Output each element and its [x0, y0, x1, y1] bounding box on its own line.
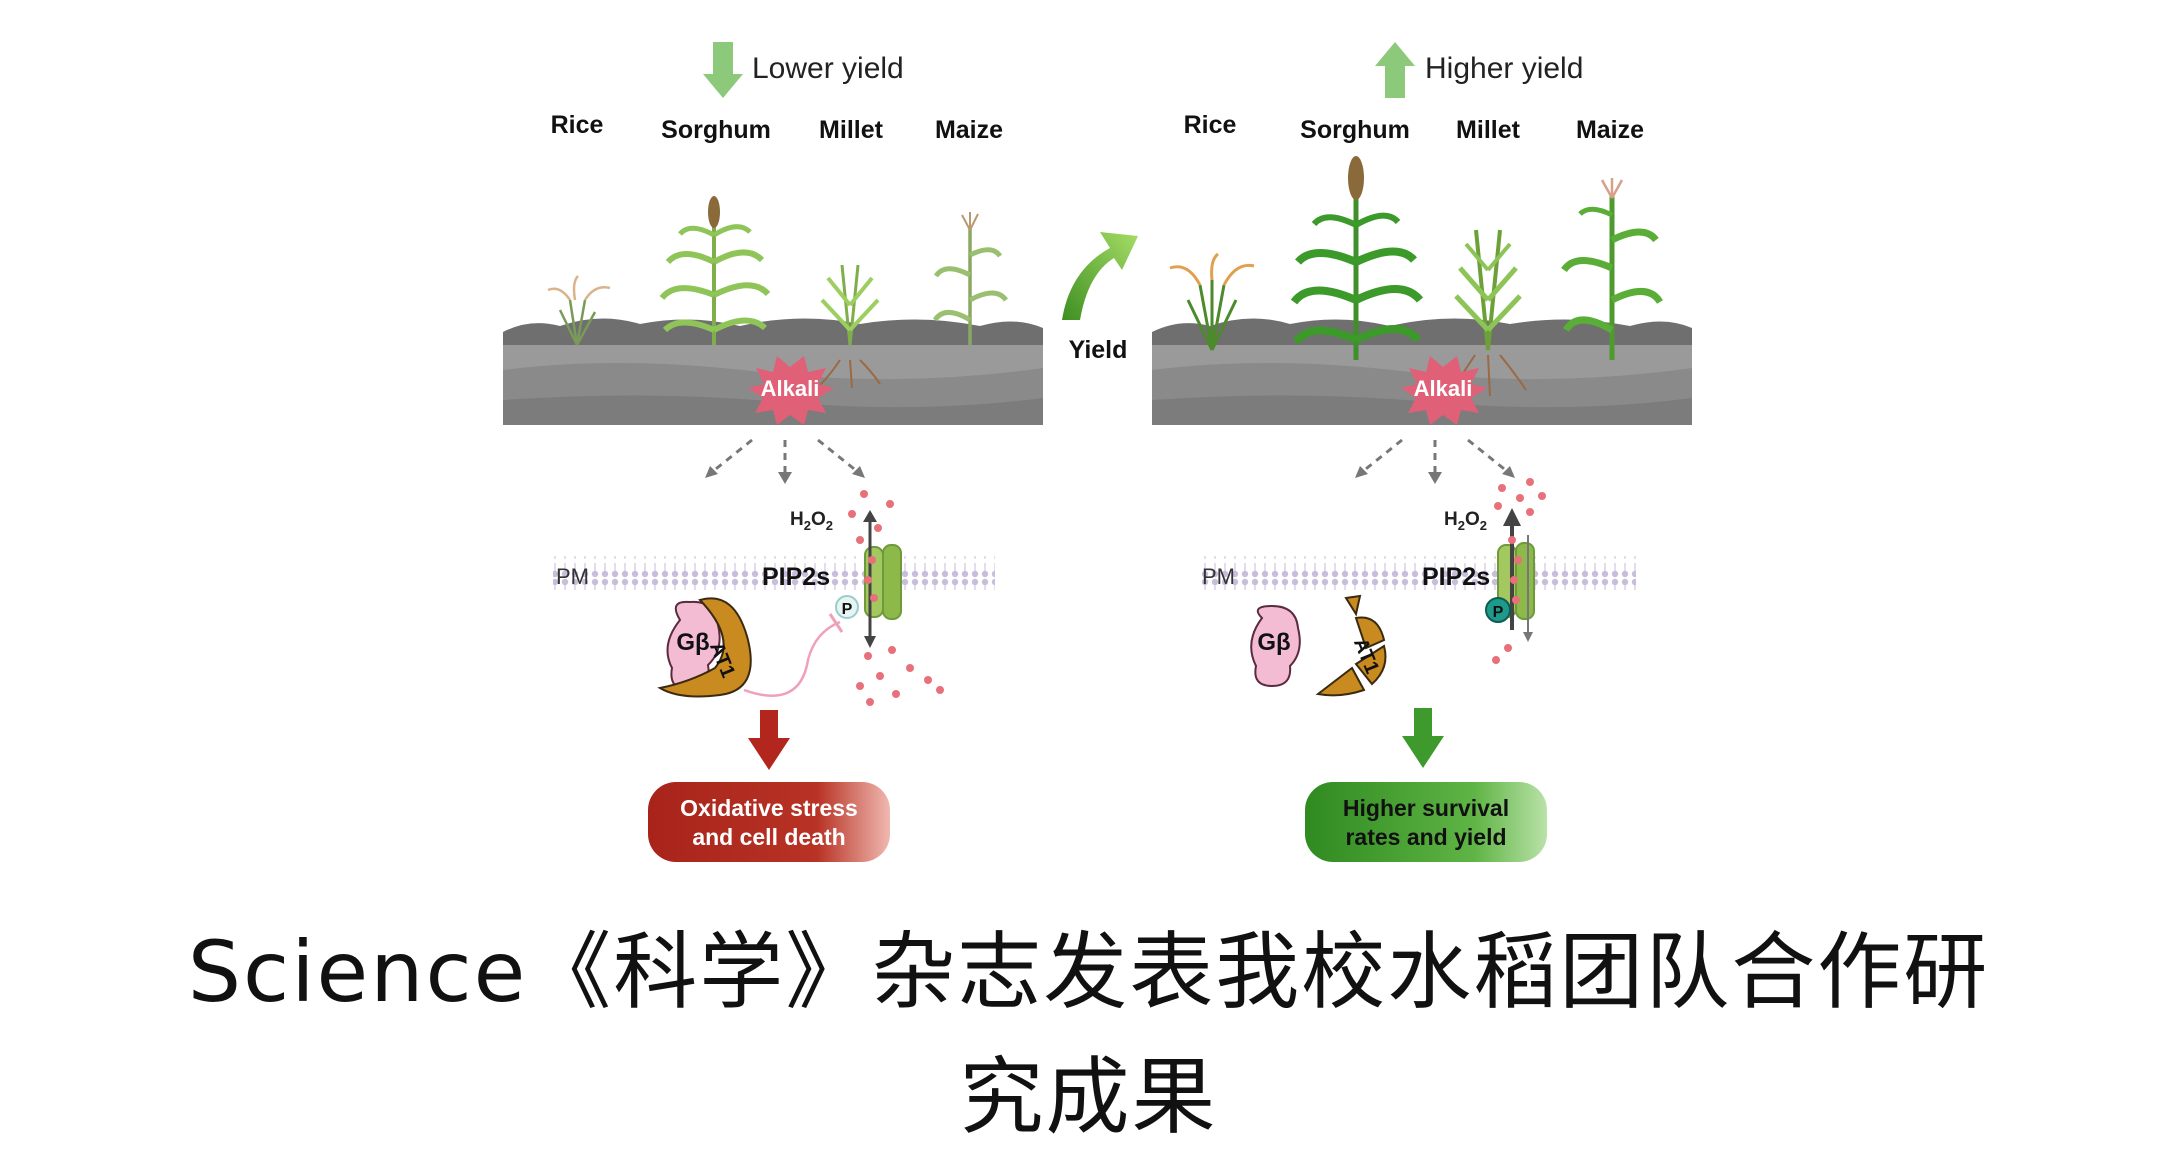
right-outcome-line1: Higher survival: [1343, 795, 1509, 821]
left-pm-label: PM: [556, 564, 589, 589]
left-dashed-arrowheads: [705, 466, 865, 484]
right-gbeta-label: Gβ: [1257, 629, 1290, 656]
right-crop-maize: Maize: [1576, 116, 1644, 144]
left-millet-plant-icon: [819, 264, 881, 389]
left-pip2s-label: PIP2s: [762, 563, 830, 591]
caption-line-2: 究成果: [959, 1048, 1218, 1146]
right-h2o2-label: H2O2: [1444, 509, 1487, 533]
left-plasma-membrane: [553, 556, 995, 590]
right-millet-plant-icon: [1449, 229, 1527, 397]
left-sorghum-plant-icon: [659, 196, 771, 345]
left-at1-icon: [657, 597, 752, 698]
lower-yield-label: Lower yield: [752, 52, 904, 85]
left-h2o2-label: H2O2: [790, 509, 833, 533]
left-phospho-icon: [835, 595, 859, 619]
right-crop-millet: Millet: [1456, 116, 1521, 144]
left-inhibition-line: [743, 620, 841, 697]
right-plasma-membrane: [1200, 556, 1636, 590]
right-gbeta-icon: [1250, 604, 1301, 688]
right-panel: Higher yield Rice Sorghum Millet Maize: [1152, 42, 1692, 862]
right-pip2s-channel-icon: [1497, 508, 1535, 642]
yield-label: Yield: [1069, 336, 1128, 364]
right-crop-rice: Rice: [1184, 111, 1237, 139]
left-panel: Lower yield Rice Sorghum Millet Maize: [503, 42, 1043, 862]
higher-yield-label: Higher yield: [1425, 52, 1583, 85]
right-dashed-arrowheads: [1355, 466, 1515, 484]
right-ros-dots: [1492, 478, 1546, 664]
left-crop-millet: Millet: [819, 116, 884, 144]
left-gbeta-icon: [666, 600, 721, 692]
higher-yield-arrow-icon: [1375, 42, 1415, 98]
yield-curved-arrow-icon: [1062, 232, 1138, 320]
left-dashed-arrows: [711, 438, 859, 474]
left-alkali-label: Alkali: [761, 376, 820, 401]
right-alkali-label: Alkali: [1414, 376, 1473, 401]
left-crop-sorghum: Sorghum: [661, 116, 771, 144]
left-maize-plant-icon: [932, 212, 1009, 345]
caption-line-1: Science《科学》杂志发表我校水稻团队合作研: [187, 923, 1990, 1021]
right-at1-fragmented-icon: [1315, 594, 1387, 697]
left-outcome-box: [648, 782, 890, 862]
left-gbeta-label: Gβ: [676, 629, 709, 656]
right-pip2s-label: PIP2s: [1422, 563, 1490, 591]
left-outcome-line2: and cell death: [692, 824, 845, 850]
left-crop-maize: Maize: [935, 116, 1003, 144]
right-outcome-box: [1305, 782, 1547, 862]
left-outcome-line1: Oxidative stress: [680, 795, 858, 821]
right-sorghum-plant-icon: [1290, 156, 1424, 360]
left-pip2s-channel-icon: [863, 510, 902, 648]
right-phospho-icon: [1485, 597, 1511, 623]
left-phospho-label: P: [842, 601, 853, 618]
left-soil-block: [503, 318, 1043, 425]
left-outcome-arrow-icon: [748, 710, 790, 770]
left-ros-dots: [848, 490, 944, 706]
left-crop-rice: Rice: [551, 111, 604, 139]
right-phospho-label: P: [1493, 604, 1504, 621]
right-pm-label: PM: [1202, 564, 1235, 589]
left-alkali-burst-icon: [748, 356, 834, 425]
right-crop-sorghum: Sorghum: [1300, 116, 1410, 144]
right-dashed-arrows: [1361, 438, 1509, 474]
right-outcome-arrow-icon: [1402, 708, 1444, 768]
right-maize-plant-icon: [1561, 178, 1663, 360]
left-rice-plant-icon: [547, 275, 611, 346]
center-yield-indicator: Yield: [1062, 232, 1138, 364]
right-rice-plant-icon: [1169, 252, 1255, 351]
figure-diagram: Lower yield Rice Sorghum Millet Maize: [503, 42, 1692, 862]
right-alkali-burst-icon: [1401, 356, 1487, 425]
lower-yield-arrow-icon: [703, 42, 743, 98]
right-outcome-line2: rates and yield: [1345, 824, 1506, 850]
